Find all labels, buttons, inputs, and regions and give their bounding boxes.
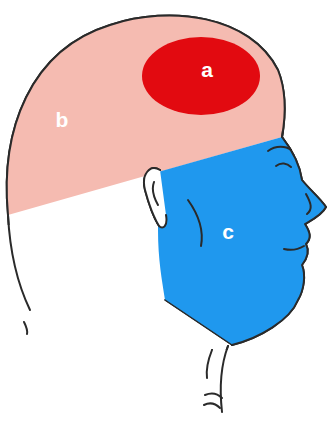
face-region: c xyxy=(150,130,329,350)
region-letter: a xyxy=(201,58,213,81)
focal-region-fill xyxy=(142,37,260,115)
head-outline xyxy=(7,15,295,225)
head-outline xyxy=(150,130,326,350)
focal-region: a xyxy=(142,37,260,115)
region-letter: b xyxy=(56,108,69,131)
face-region-fill xyxy=(158,137,326,345)
focal-region-shape xyxy=(142,37,260,115)
region-letter: c xyxy=(222,220,234,243)
face-region-shape xyxy=(150,130,329,350)
